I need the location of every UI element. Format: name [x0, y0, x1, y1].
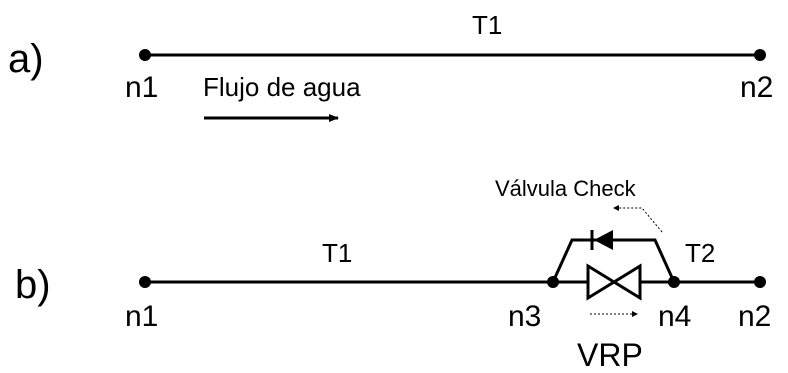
- prv-valve-icon: [586, 263, 642, 301]
- node-n4: [668, 276, 680, 288]
- node-n1-b: [139, 276, 151, 288]
- pipe-t1-a-label: T1: [472, 10, 502, 40]
- check-valve-pointer: [613, 205, 663, 233]
- node-n3-label: n3: [508, 300, 541, 333]
- part-a-label: a): [8, 37, 44, 81]
- node-n1-a: [139, 49, 151, 61]
- node-n2-b: [754, 276, 766, 288]
- check-valve-icon: [590, 230, 613, 250]
- node-n2-a: [754, 49, 766, 61]
- check-valve-label: Válvula Check: [495, 176, 637, 201]
- pipe-t1-b-label: T1: [322, 238, 352, 268]
- node-n2-a-label: n2: [740, 71, 773, 104]
- part-b-label: b): [15, 263, 51, 307]
- node-n2-b-label: n2: [738, 300, 771, 333]
- node-n4-label: n4: [658, 300, 691, 333]
- node-n1-a-label: n1: [125, 71, 158, 104]
- prv-label: VRP: [577, 337, 643, 373]
- flow-label: Flujo de agua: [203, 72, 361, 102]
- node-n3: [547, 276, 559, 288]
- pipe-t2-b-label: T2: [685, 238, 715, 268]
- check-valve-bypass: [551, 238, 676, 283]
- node-n1-b-label: n1: [125, 300, 158, 333]
